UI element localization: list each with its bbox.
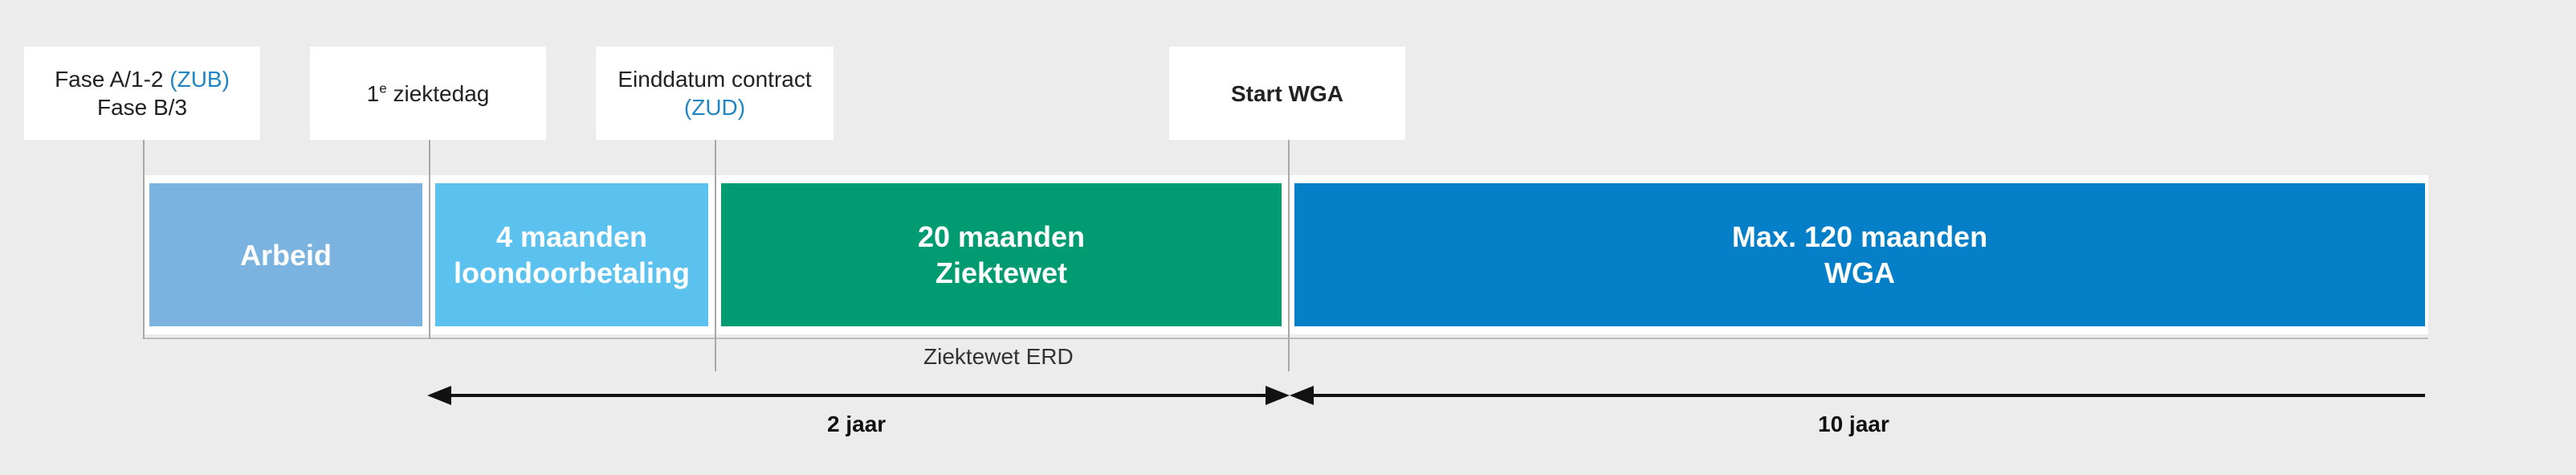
- ziektedag-text: ziektedag: [386, 80, 490, 106]
- label-start-wga: Start WGA: [1169, 47, 1405, 140]
- start-wga-text: Start WGA: [1231, 80, 1343, 106]
- label-fase: Fase A/1-2 (ZUB) Fase B/3: [24, 47, 260, 140]
- connector-start-wga: [1288, 140, 1290, 371]
- segment-arbeid: Arbeid: [149, 183, 422, 326]
- ziektewet-erd-label: Ziektewet ERD: [923, 344, 1074, 369]
- einddatum-zud-accent: (ZUD): [683, 95, 746, 120]
- segment-ziektewet-line1: 20 maanden: [917, 220, 1086, 253]
- segment-loondoorbetaling-line2: loondoorbetaling: [454, 256, 690, 289]
- arrow-head-right-two-years: [1266, 386, 1290, 405]
- timeline-baseline: [143, 338, 2428, 339]
- einddatum-line1: Einddatum contract: [618, 67, 812, 92]
- ziektedag-number: 1: [366, 80, 380, 106]
- connector-ziektedag: [429, 140, 430, 339]
- connector-fase: [143, 140, 145, 339]
- segment-ziektewet: 20 maanden Ziektewet: [721, 183, 1282, 326]
- segment-wga-line2: WGA: [1824, 256, 1895, 289]
- segment-wga-line1: Max. 120 maanden: [1731, 220, 1988, 253]
- arrow-head-left-two-years: [427, 386, 451, 405]
- segment-ziektewet-line2: Ziektewet: [935, 256, 1068, 289]
- connector-einddatum: [715, 140, 716, 371]
- fase-line1-text: Fase A/1-2: [55, 67, 170, 92]
- span-ten-years: 10 jaar: [1818, 412, 1889, 436]
- segment-loondoorbetaling-line1: 4 maanden: [495, 220, 648, 253]
- fase-zub-accent: (ZUB): [169, 67, 230, 92]
- segment-loondoorbetaling: 4 maanden loondoorbetaling: [435, 183, 708, 326]
- segment-wga: Max. 120 maanden WGA: [1294, 183, 2425, 326]
- arrow-head-left-ten-years: [1290, 386, 1314, 405]
- segment-arbeid-line1: Arbeid: [239, 238, 332, 272]
- fase-line2: Fase B/3: [96, 95, 188, 120]
- label-ziektedag: 1e ziektedag: [310, 47, 546, 140]
- span-two-years: 2 jaar: [827, 412, 887, 436]
- label-einddatum: Einddatum contract (ZUD): [596, 47, 834, 140]
- ziektedag-superscript: e: [379, 80, 387, 96]
